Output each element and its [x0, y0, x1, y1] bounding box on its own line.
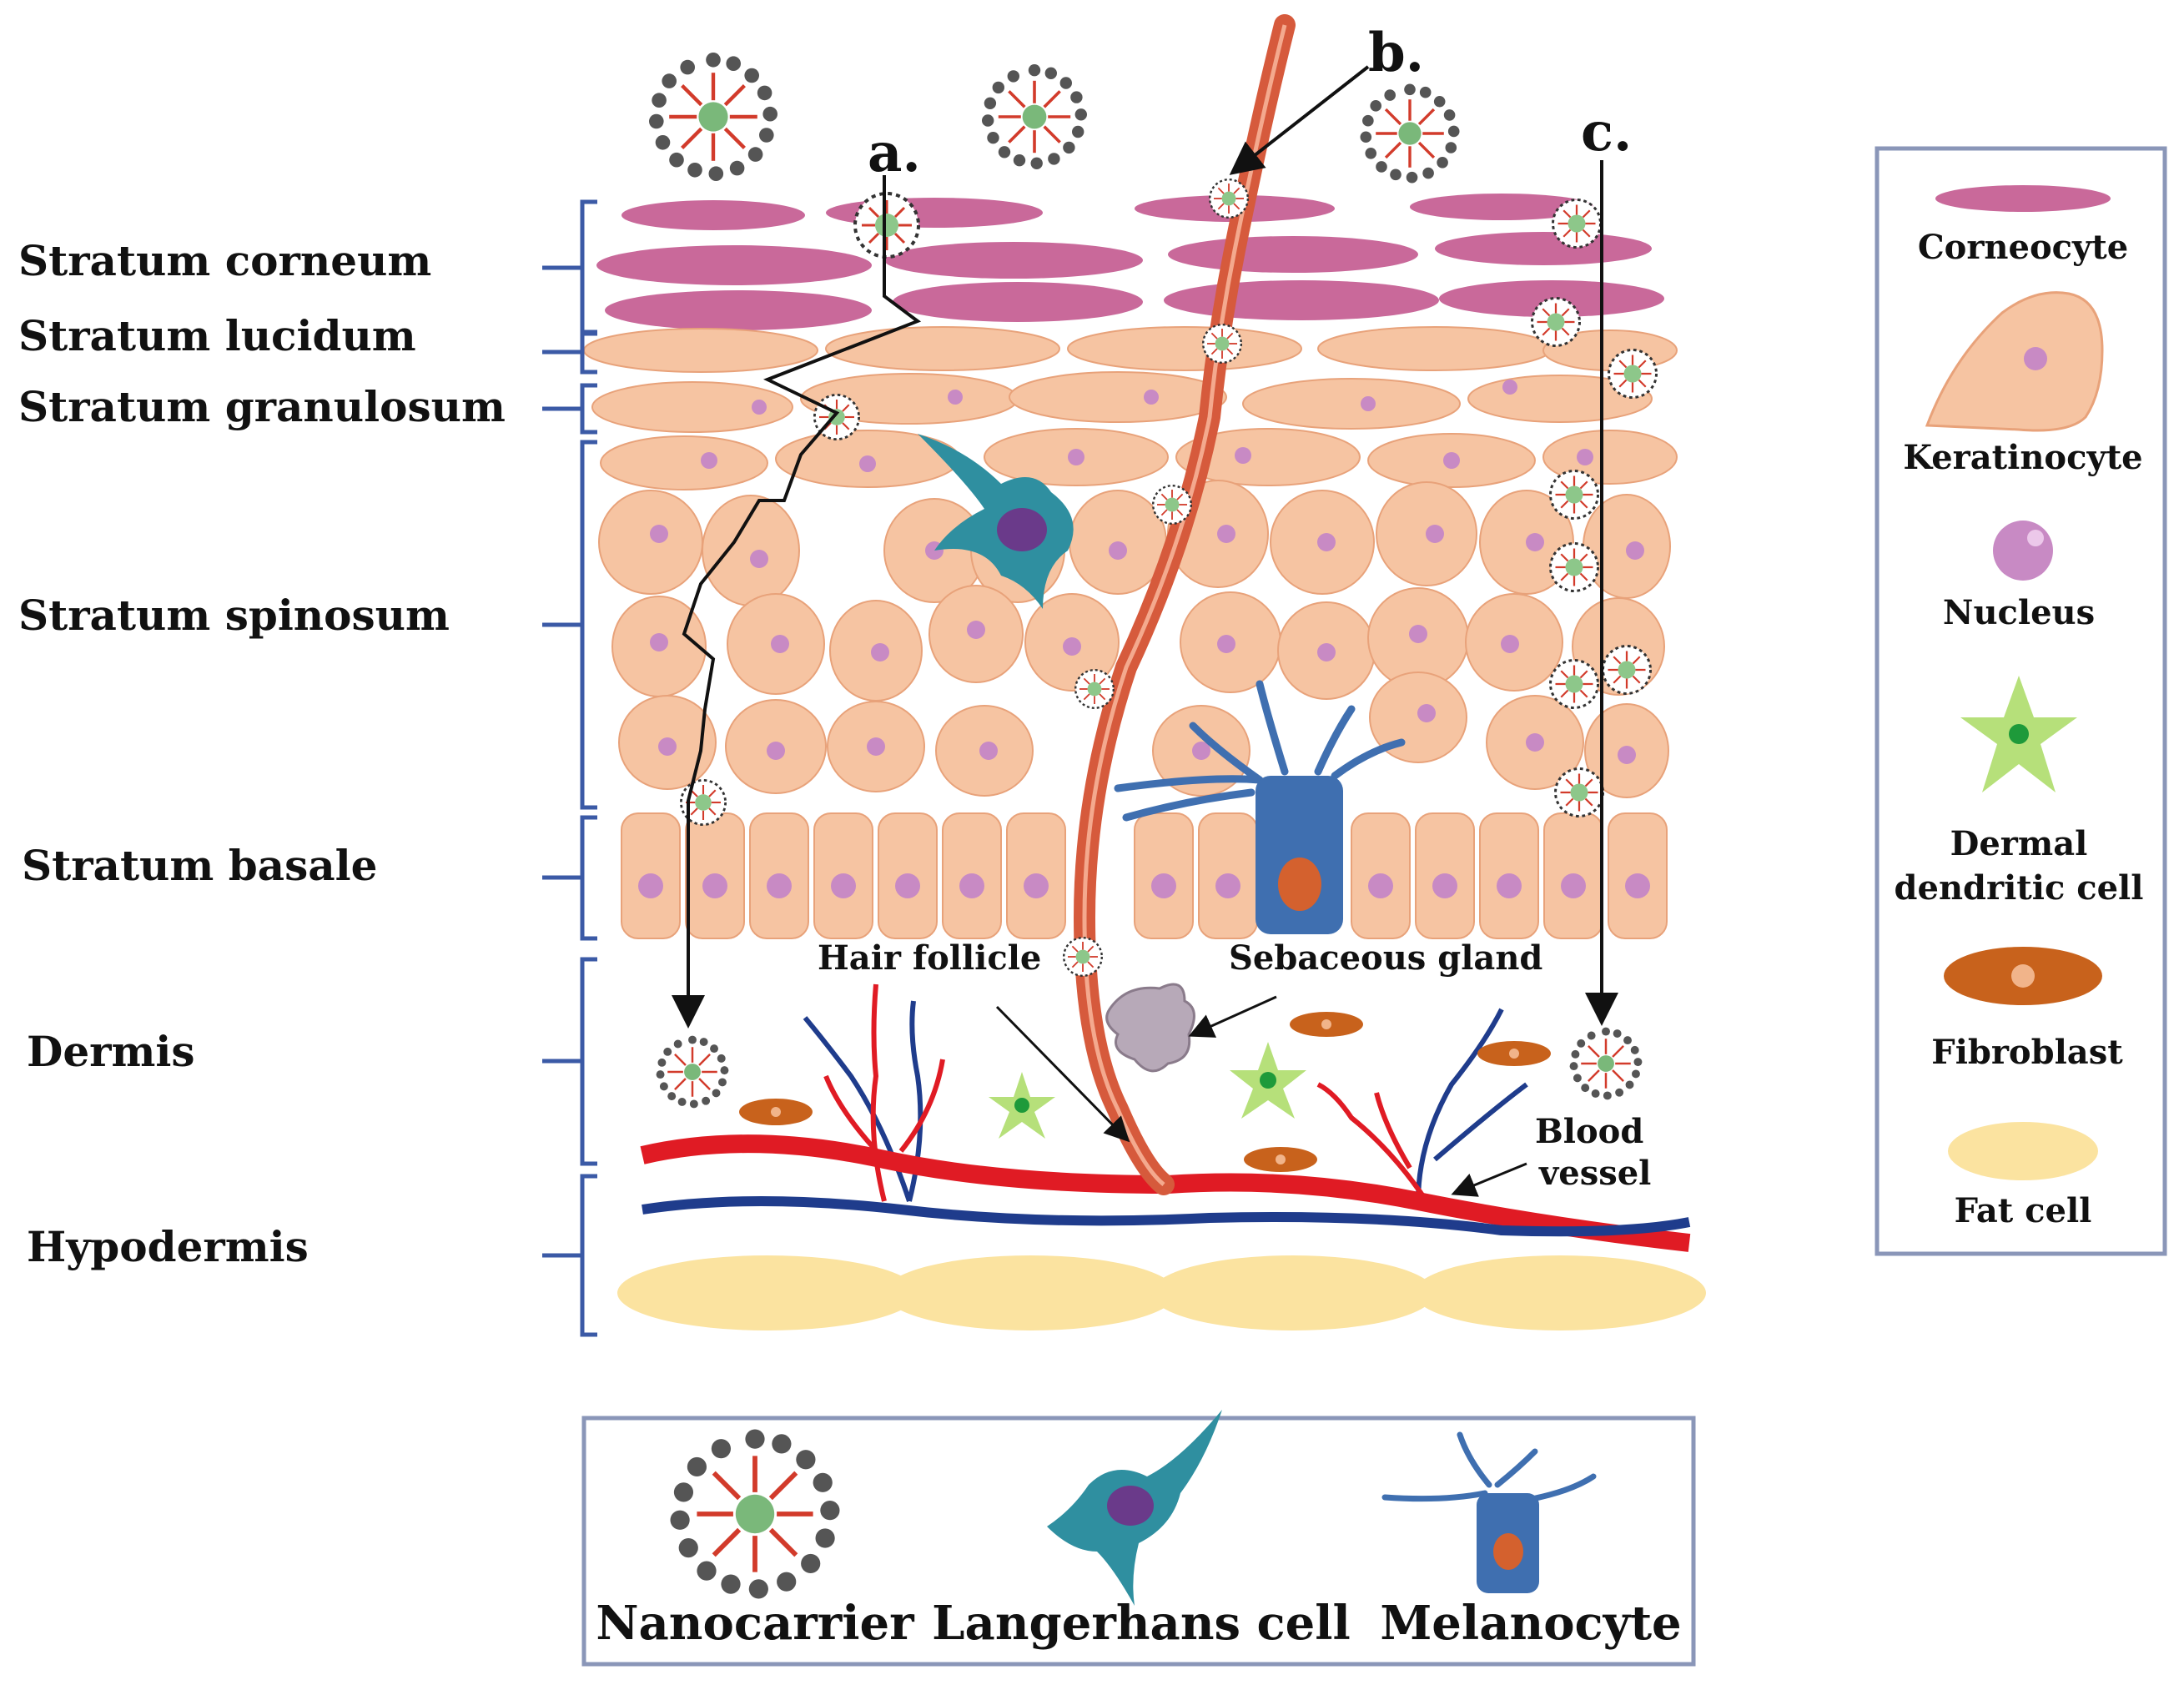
legend-label-dermal-line1: Dermal: [1950, 824, 2088, 863]
blood-vessel-pointer: [1451, 1162, 1527, 1197]
intercellular-pathway-a: [672, 175, 922, 1029]
langerhans-cell-illustration: [918, 434, 1074, 609]
layer-label-corneum: Stratum corneum: [18, 236, 431, 285]
epidermis: [583, 194, 1678, 939]
dermal-dendritic-cell-swatch: [1960, 676, 2077, 792]
layer-label-dermis: Dermis: [27, 1027, 195, 1076]
melanocyte-swatch: [1381, 1431, 1597, 1593]
particle-legend: Nanocarrier Langerhans cell Melanocyte: [581, 1410, 1696, 1667]
hair-follicle-pointer: [995, 1005, 1130, 1143]
blood-vessel-label-line1: Blood: [1535, 1112, 1643, 1151]
langerhans-cell-swatch: [1047, 1410, 1222, 1606]
dermis-region: [640, 983, 1691, 1252]
sebaceous-gland-pointer: [1188, 995, 1277, 1038]
sebaceous-gland-illustration: [1105, 983, 1195, 1073]
fibroblasts: [739, 1012, 1551, 1172]
legend-label-melanocyte: Melanocyte: [1380, 1596, 1681, 1651]
stratum-granulosum-cells: [591, 371, 1653, 433]
pathway-label-b: b.: [1368, 22, 1424, 84]
legend-label-corneocyte: Corneocyte: [1918, 228, 2128, 267]
layer-brackets: [542, 199, 597, 1337]
corneocyte-swatch: [1935, 185, 2111, 212]
nucleus-swatch: [1993, 521, 2053, 581]
layer-label-hypodermis: Hypodermis: [27, 1222, 309, 1271]
legend-label-nanocarrier: Nanocarrier: [596, 1596, 915, 1651]
stratum-spinosum-cells: [598, 428, 1678, 798]
transfollicular-pathway-b-arrow: [1229, 65, 1370, 175]
stratum-corneum-cells: [596, 194, 1664, 330]
fat-cell-swatch: [1948, 1122, 2098, 1180]
vein: [642, 1196, 1691, 1237]
legend-label-dermal-line2: dendritic cell: [1895, 868, 2144, 908]
legend-label-langerhans: Langerhans cell: [932, 1596, 1351, 1651]
layer-label-basale: Stratum basale: [22, 841, 377, 890]
blood-vessel-label-line2: vessel: [1538, 1154, 1651, 1193]
dermal-dendritic-cells: [989, 1042, 1306, 1139]
layer-label-spinosum: Stratum spinosum: [18, 591, 450, 640]
sebaceous-gland-label: Sebaceous gland: [1229, 938, 1542, 978]
layer-label-lucidum: Stratum lucidum: [18, 311, 416, 360]
stratum-basale-cells: [621, 812, 1668, 939]
keratinocyte-swatch: [1925, 291, 2104, 432]
melanocyte-illustration: [1114, 680, 1406, 934]
stratum-lucidum-cells: [583, 326, 1678, 373]
legend-label-fat-cell: Fat cell: [1955, 1191, 2092, 1230]
pathway-label-a: a.: [868, 122, 921, 184]
legend-label-fibroblast: Fibroblast: [1931, 1033, 2123, 1072]
legend-label-keratinocyte: Keratinocyte: [1903, 438, 2142, 477]
layer-labels: Stratum corneum Stratum lucidum Stratum …: [18, 236, 506, 1271]
cell-legend: Corneocyte Keratinocyte Nucleus Dermal d…: [1875, 146, 2167, 1256]
pathway-label-c: c.: [1581, 101, 1632, 163]
legend-label-nucleus: Nucleus: [1943, 593, 2095, 632]
hair-follicle-illustration: [1073, 14, 1296, 1195]
hair-follicle-label: Hair follicle: [818, 938, 1041, 978]
hypodermis-fat-cells: [617, 1255, 1706, 1330]
layer-label-granulosum: Stratum granulosum: [18, 382, 506, 431]
